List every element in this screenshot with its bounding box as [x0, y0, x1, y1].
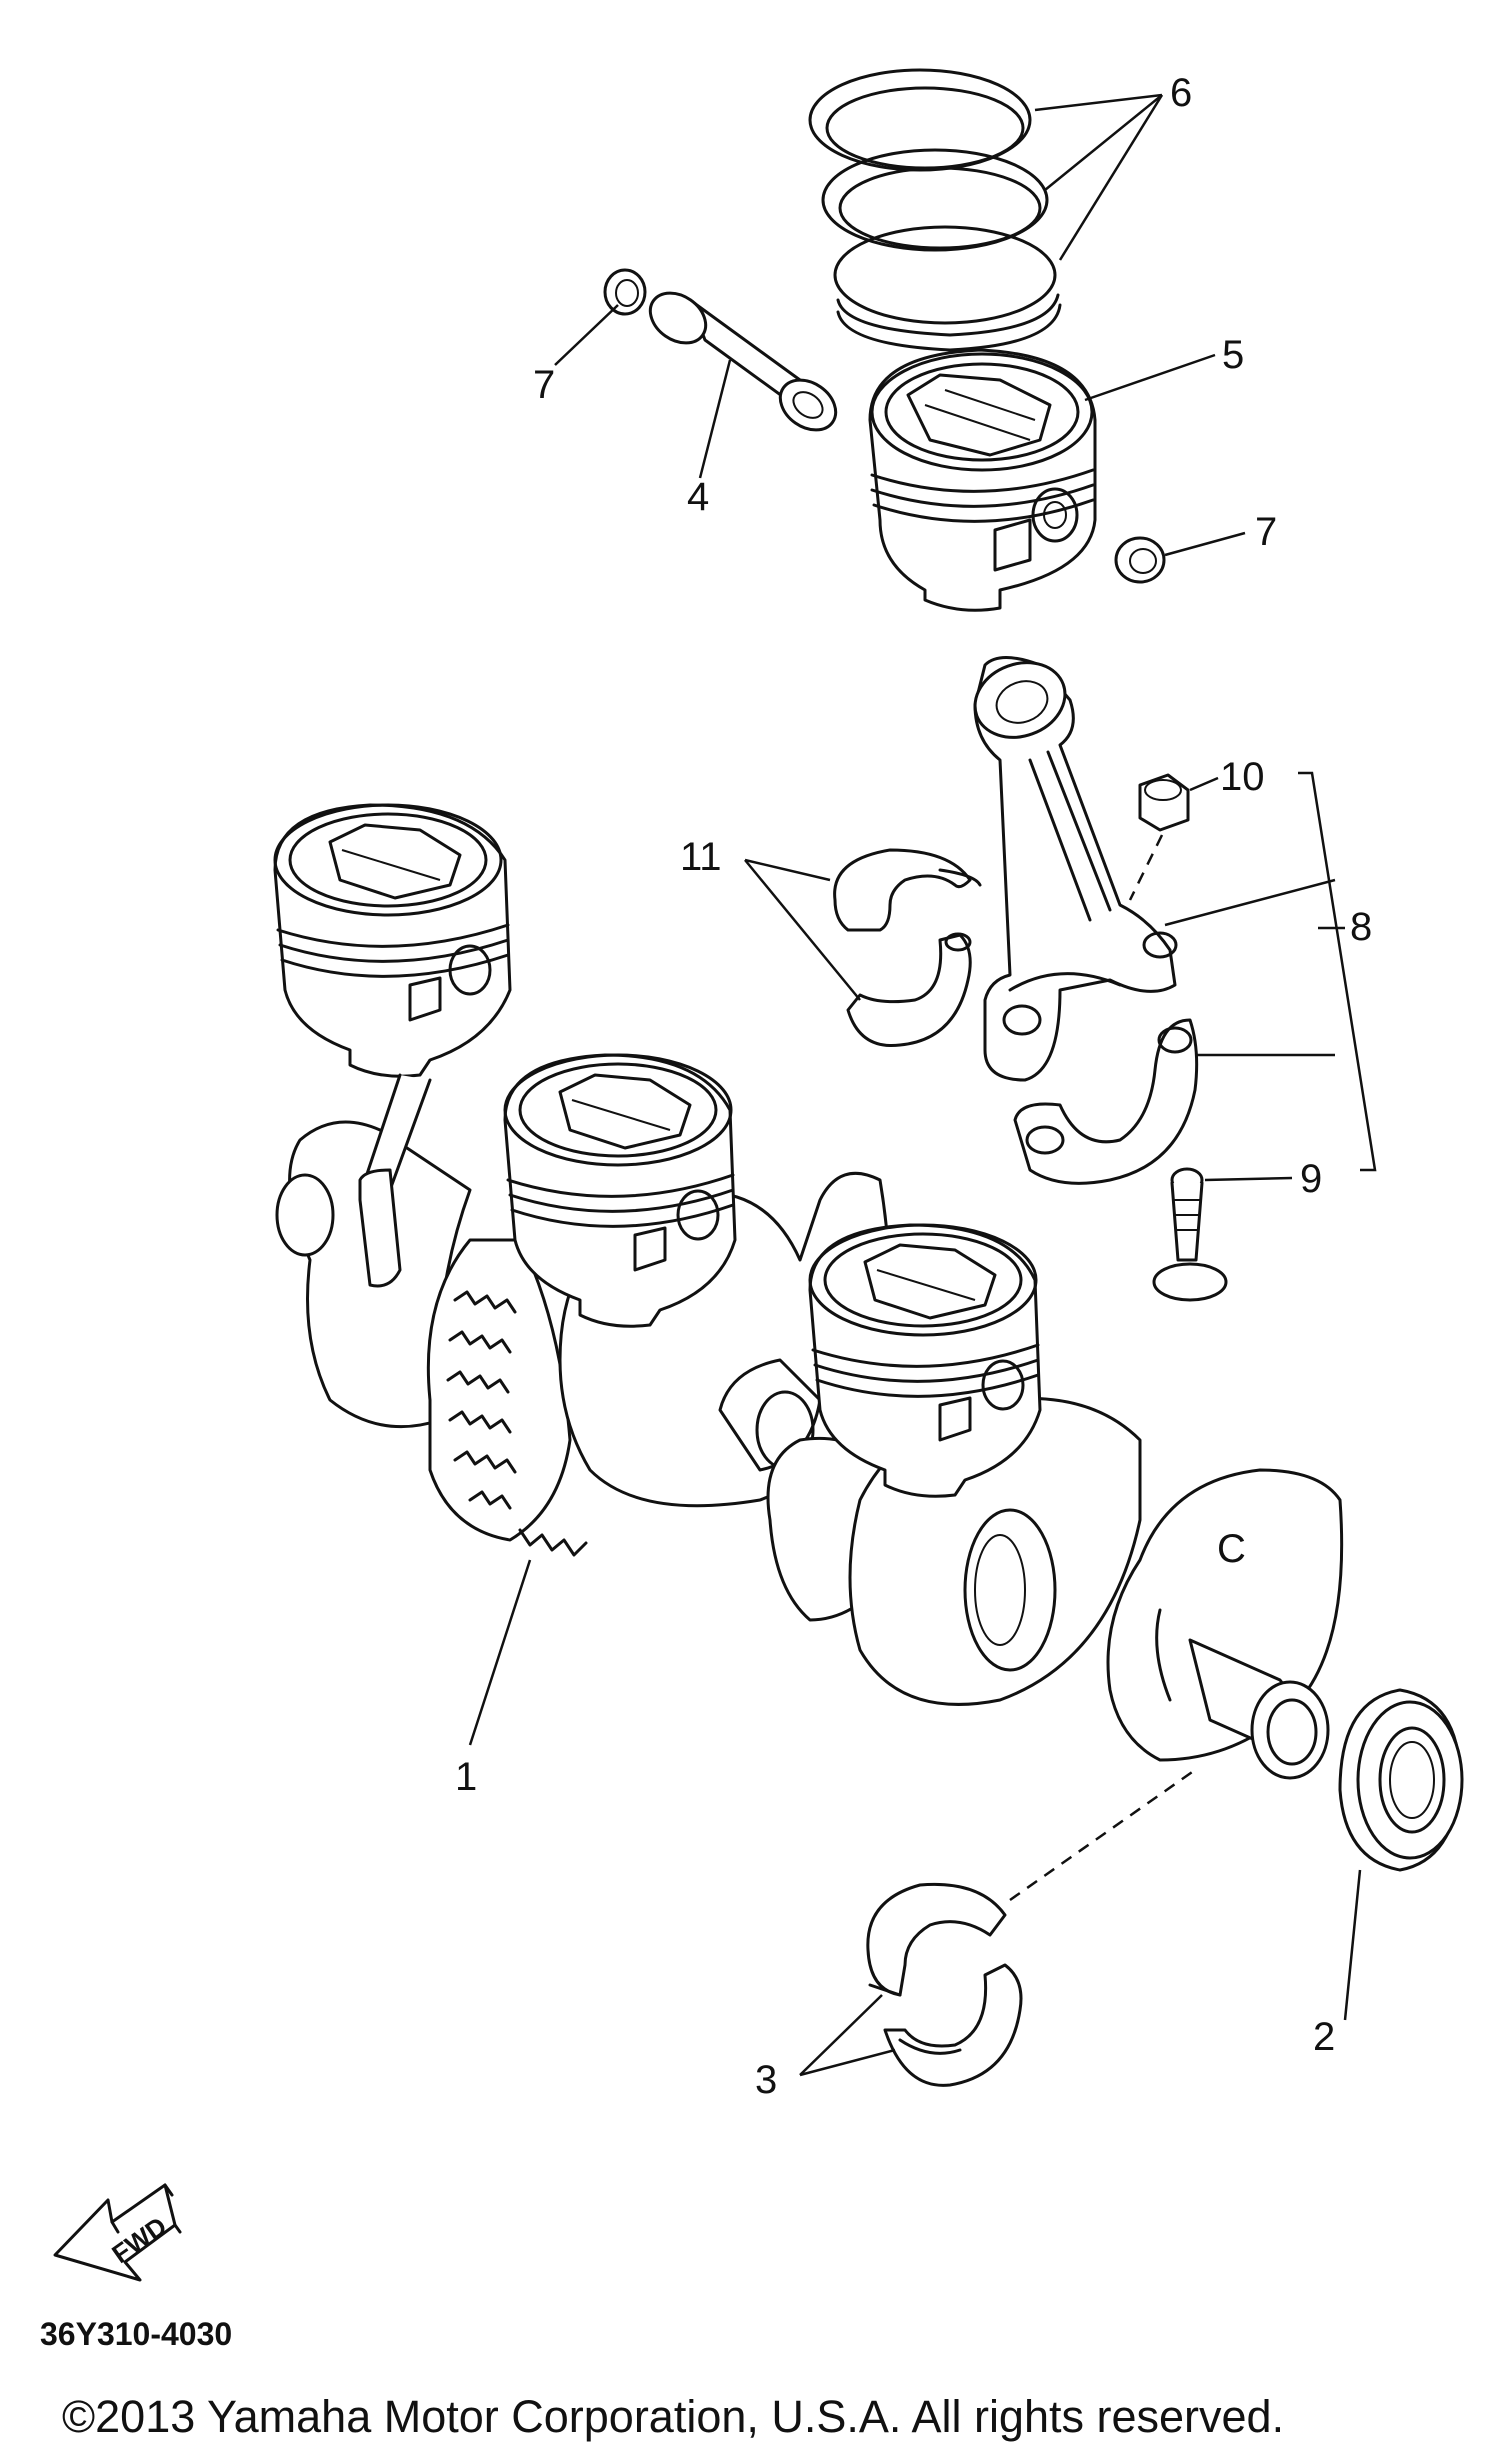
callout-4: 4 — [687, 475, 709, 519]
main-bearing-upper — [866, 1882, 1007, 1997]
callout-3: 3 — [755, 2058, 777, 2102]
piston-pin — [648, 291, 838, 432]
callout-10: 10 — [1220, 755, 1265, 799]
crank-web-mark: C — [1217, 1527, 1246, 1571]
callout-9: 9 — [1300, 1157, 1322, 1201]
assembled-piston-left — [273, 803, 512, 1288]
circlip-right — [1114, 536, 1166, 584]
part-code: 36Y310-4030 — [40, 2316, 232, 2352]
callout-6: 6 — [1170, 71, 1192, 115]
rod-bolt — [1152, 1167, 1228, 1302]
big-end-bearing-upper — [833, 848, 982, 932]
oil-seal — [1338, 1688, 1464, 1872]
callout-5: 5 — [1222, 333, 1244, 377]
piston — [868, 348, 1097, 612]
rod-nut — [1128, 773, 1190, 901]
assembled-piston-middle — [503, 1053, 737, 1328]
piston-rings — [808, 68, 1062, 352]
main-bearing-lower — [883, 1963, 1023, 2087]
forward-arrow-icon: FWD — [53, 2183, 182, 2282]
callout-2: 2 — [1313, 2015, 1335, 2059]
callout-11: 11 — [680, 835, 722, 879]
leader-lines — [468, 93, 1377, 2077]
callout-7-left: 7 — [533, 363, 555, 407]
connecting-rod — [973, 656, 1178, 1082]
callout-7-right: 7 — [1255, 510, 1277, 554]
assembled-piston-right — [808, 1223, 1042, 1498]
circlip-left — [603, 268, 647, 316]
copyright-notice: ©2013 Yamaha Motor Corporation, U.S.A. A… — [62, 2391, 1284, 2442]
callout-8: 8 — [1350, 905, 1372, 949]
callout-1: 1 — [455, 1755, 477, 1799]
big-end-bearing-lower — [846, 932, 972, 1048]
connecting-rod-cap — [1013, 1018, 1199, 1185]
